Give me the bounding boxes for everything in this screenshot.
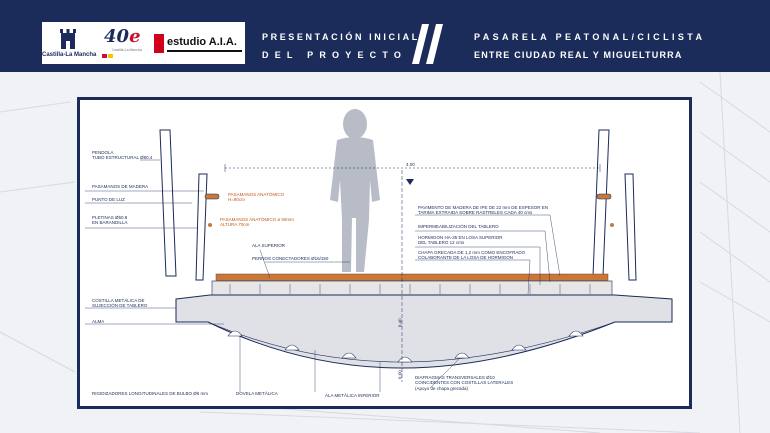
label-chapa-line2: COLABORANTE DE LA LOSA DE HORMIGON (418, 255, 514, 261)
presentation-title-line1: PRESENTACIÓN INICIAL (262, 32, 420, 42)
label-ala-inferior: ALA METÁLICA INFERIOR (325, 393, 380, 398)
label-costilla-line1: COSTILLA METÁLICA DE (92, 298, 145, 303)
light-point-right (610, 223, 614, 227)
shear-connectors (229, 284, 591, 294)
label-pasamanos-anatomico-b-line2: ALTURA 70cm (220, 222, 250, 228)
label-diafragmas: DIAFRAGMAS TRANSVERSALES Ø10 COINCIDENTE… (415, 375, 513, 391)
handrail-right (596, 193, 612, 200)
logo-strip: Castilla-La Mancha 40e Castilla-La Manch… (42, 22, 245, 64)
label-ala-superior: ALA SUPERIOR (252, 243, 286, 248)
label-alma: ALMA (92, 319, 105, 324)
label-pletinas-line1: PLETINAS Ø50.8 (92, 215, 128, 220)
label-impermeabilizacion: IMPERMEABILIZACIÓN DEL TABLERO (418, 224, 499, 229)
label-hormigon: HORMIGON HA-35 EN LOSA SUPERIOR DEL TABL… (418, 235, 503, 246)
project-title-line2: ENTRE CIUDAD REAL Y MIGUELTURRA (474, 50, 683, 60)
studio-logo-mark (154, 34, 164, 53)
concrete-slab (211, 280, 613, 296)
label-pavimento-line1: PAVIMENTO DE MADERA DE IPE DE 22 mm DE E… (418, 205, 549, 210)
label-rigidizadores: RIGIDIZADORES LONGITUDINALES DE BULBO Ø6… (92, 391, 209, 396)
studio-logo-text: estudio A.I.A. (167, 36, 237, 48)
label-pasamanos-anatomico-b-line1: PASAMANOS ANATÓMICO ø 50mm (220, 217, 294, 222)
label-costilla: COSTILLA METÁLICA DE SUJECCIÓN DE TABLER… (92, 298, 147, 309)
presentation-title: PRESENTACIÓN INICIAL DEL PROYECTO (262, 28, 420, 64)
castilla-la-mancha-castle-icon (60, 29, 76, 49)
label-pasamanos-madera: PASAMANOS DE MADERA (92, 184, 149, 189)
label-pletinas-line2: EN BARANDILLA (92, 220, 128, 226)
label-punto-luz: PUNTO DE LUZ (92, 197, 125, 202)
handrail-left (204, 193, 220, 200)
label-pletinas: PLETINAS Ø50.8 EN BARANDILLA (92, 215, 128, 226)
label-diafragmas-line2: COINCIDENTES CON COSTILLAS LATERALES (415, 380, 514, 386)
label-hormigon-line2: DEL TABLERO 12 cms (418, 240, 465, 246)
level-marker-icon (406, 179, 414, 185)
cross-section-drawing-frame: PENDOLA TUBO ESTRUCTURAL Ø80.4 PASAMANOS… (77, 97, 692, 409)
label-pasamanos-anatomico: PASAMANOS ANATÓMICO H=90cm (228, 192, 284, 203)
project-title: PASARELA PEATONAL/CICLISTA ENTRE CIUDAD … (474, 28, 754, 64)
studio-logo: estudio A.I.A. (154, 34, 242, 53)
label-pasamanos-anatomico-line2: H=90cm (228, 197, 245, 203)
label-pendola-line2: TUBO ESTRUCTURAL Ø80.4 (92, 155, 153, 161)
double-slash-divider (412, 24, 443, 64)
label-diafragmas-line1: DIAFRAGMAS TRANSVERSALES Ø10 (415, 375, 495, 380)
label-pasamanos-anatomico-b: PASAMANOS ANATÓMICO ø 50mm ALTURA 70cm (220, 217, 294, 228)
label-diafragmas-line3: (Apoyo de chapa grecada) (415, 385, 469, 391)
label-hormigon-line1: HORMIGON HA-35 EN LOSA SUPERIOR (418, 235, 503, 240)
label-pendola: PENDOLA TUBO ESTRUCTURAL Ø80.4 (92, 150, 152, 161)
presentation-title-line2: DEL PROYECTO (262, 50, 408, 60)
label-pendola-line1: PENDOLA (92, 150, 114, 155)
label-chapa: CHAPA GRECADA DE 1,2 mm COMO ENCOFRADO C… (418, 250, 525, 261)
label-pavimento: PAVIMENTO DE MADERA DE IPE DE 22 mm DE E… (418, 205, 548, 216)
bridge-cross-section-drawing (85, 109, 673, 392)
flags-icon (102, 54, 113, 58)
background-bridge-artwork (0, 72, 770, 433)
label-pasamanos-anatomico-line1: PASAMANOS ANATÓMICO (228, 192, 285, 197)
header-bar: Castilla-La Mancha 40e Castilla-La Manch… (0, 0, 770, 72)
box-girder (175, 294, 673, 369)
human-scale-figure (330, 109, 380, 272)
anniversary-logo: 40e (104, 26, 141, 47)
longitudinal-stiffeners (227, 330, 584, 363)
width-dimension-value: 4.00 (406, 162, 415, 167)
studio-logo-underline (167, 50, 242, 52)
label-costilla-line2: SUJECCIÓN DE TABLERO (92, 303, 148, 309)
label-dovela: DOVELA METÁLICA (236, 391, 278, 396)
depth-dimension-2: 0.60 (397, 370, 403, 380)
project-title-line1: PASARELA PEATONAL/CICLISTA (474, 32, 706, 42)
anniversary-subtitle: Castilla-La Mancha (112, 48, 142, 52)
label-pernos: PERNOS CONECTADORES Ø16/150 (252, 256, 329, 261)
label-pavimento-line2: TARIMA EXTRAIDA SOBRE RASTRELES CADA 40 … (418, 210, 533, 216)
label-chapa-line1: CHAPA GRECADA DE 1,2 mm COMO ENCOFRADO (418, 250, 526, 255)
depth-dimension-1: 0.40 (397, 318, 403, 328)
pendolas (159, 129, 637, 281)
region-logo-text: Castilla-La Mancha (42, 52, 97, 58)
light-point-left (208, 223, 212, 227)
